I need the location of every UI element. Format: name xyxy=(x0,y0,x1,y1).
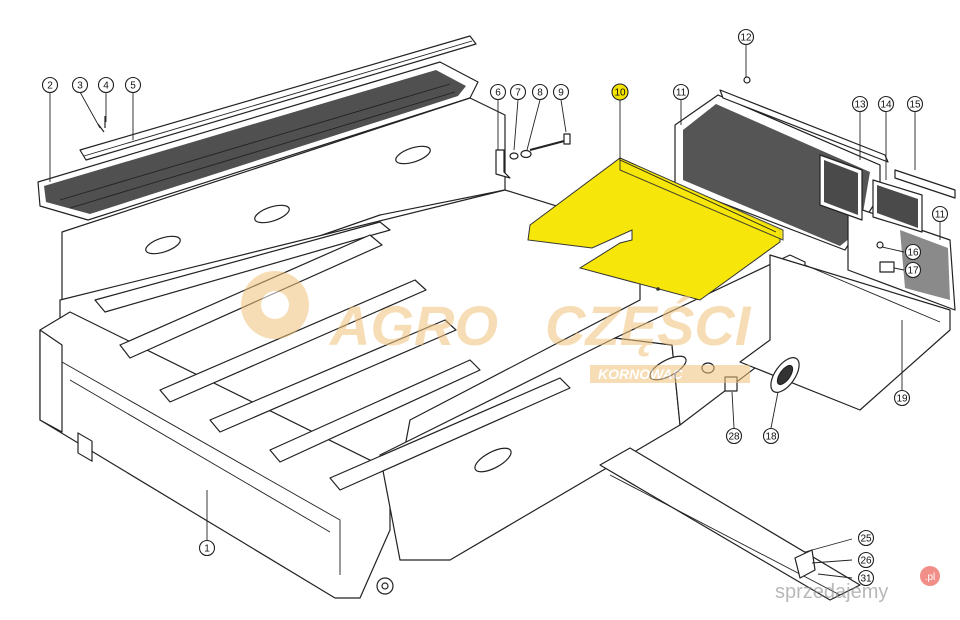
svg-text:5: 5 xyxy=(130,81,136,92)
callout-5: 5 xyxy=(124,76,142,94)
callout-25: 25 xyxy=(857,529,875,547)
callout-3: 3 xyxy=(71,76,89,94)
svg-text:10: 10 xyxy=(614,88,626,99)
svg-text:31: 31 xyxy=(860,574,872,585)
callout-2: 2 xyxy=(41,76,59,94)
part-14-plate xyxy=(872,179,923,233)
callout-28: 28 xyxy=(725,427,743,445)
badge-text: sprzedajemy xyxy=(775,581,888,603)
svg-text:17: 17 xyxy=(907,266,919,277)
callout-14: 14 xyxy=(877,95,895,113)
part-13-plate xyxy=(819,154,863,221)
part-3-4-screws xyxy=(97,76,751,133)
callout-31: 31 xyxy=(857,569,875,587)
svg-text:26: 26 xyxy=(860,556,872,567)
callout-9: 9 xyxy=(552,83,570,101)
svg-text:8: 8 xyxy=(537,88,543,99)
svg-text:9: 9 xyxy=(558,88,564,99)
callout-18: 18 xyxy=(762,427,780,445)
part-18-oval-plate xyxy=(770,357,800,393)
callout-4: 4 xyxy=(97,76,115,94)
watermark-line3: KORNOWAC xyxy=(598,366,684,382)
sprzedajemy-badge: sprzedajemy .pl xyxy=(775,566,940,603)
part-1-frame xyxy=(39,97,861,601)
watermark-line1: AGRO xyxy=(328,294,498,357)
svg-text:6: 6 xyxy=(495,88,501,99)
callout-8: 8 xyxy=(531,83,549,101)
callout-6: 6 xyxy=(489,83,507,101)
svg-text:7: 7 xyxy=(515,88,521,99)
callout-10: 10 xyxy=(611,83,629,101)
part-12-rail xyxy=(719,89,889,163)
part-15-strip xyxy=(894,169,956,199)
badge-suffix: .pl xyxy=(925,572,936,583)
part-7-washer xyxy=(509,152,519,160)
watermark-line2: CZĘŚCI xyxy=(545,294,752,357)
svg-text:19: 19 xyxy=(896,394,908,405)
svg-text:18: 18 xyxy=(765,432,777,443)
callout-15: 15 xyxy=(906,95,924,113)
svg-text:11: 11 xyxy=(935,210,946,221)
svg-text:16: 16 xyxy=(907,248,919,259)
svg-text:13: 13 xyxy=(854,100,866,111)
part-10-highlighted-plate xyxy=(527,157,784,301)
part-2-panel xyxy=(37,61,479,221)
svg-text:2: 2 xyxy=(47,81,53,92)
svg-text:3: 3 xyxy=(77,81,83,92)
svg-text:12: 12 xyxy=(740,33,752,44)
callout-1: 1 xyxy=(198,539,216,557)
svg-text:28: 28 xyxy=(728,432,740,443)
callout-7: 7 xyxy=(509,83,527,101)
callout-17: 17 xyxy=(904,261,922,279)
part-6-bracket xyxy=(495,149,511,179)
callout-26: 26 xyxy=(857,551,875,569)
callout-13: 13 xyxy=(851,95,869,113)
svg-text:25: 25 xyxy=(860,534,872,545)
part-9-bolt xyxy=(529,133,571,151)
beam-fingers xyxy=(77,432,93,462)
svg-text:15: 15 xyxy=(909,100,921,111)
callout-11-upper: 11 xyxy=(672,83,690,101)
callout-16: 16 xyxy=(904,243,922,261)
part-5-rail xyxy=(79,35,477,161)
svg-text:11: 11 xyxy=(676,88,687,99)
part-16-17-fasteners xyxy=(876,241,895,273)
svg-text:1: 1 xyxy=(204,544,210,555)
svg-text:14: 14 xyxy=(880,100,892,111)
leader-lines xyxy=(49,45,941,579)
callout-12: 12 xyxy=(737,28,755,46)
agro-czesci-watermark: AGRO CZĘŚCI KORNOWAC xyxy=(241,271,752,383)
svg-text:4: 4 xyxy=(103,81,109,92)
part-25-plate xyxy=(794,549,816,579)
callout-19: 19 xyxy=(893,389,911,407)
part-8-nut xyxy=(520,149,532,159)
callout-11-lower: 11 xyxy=(931,205,949,223)
